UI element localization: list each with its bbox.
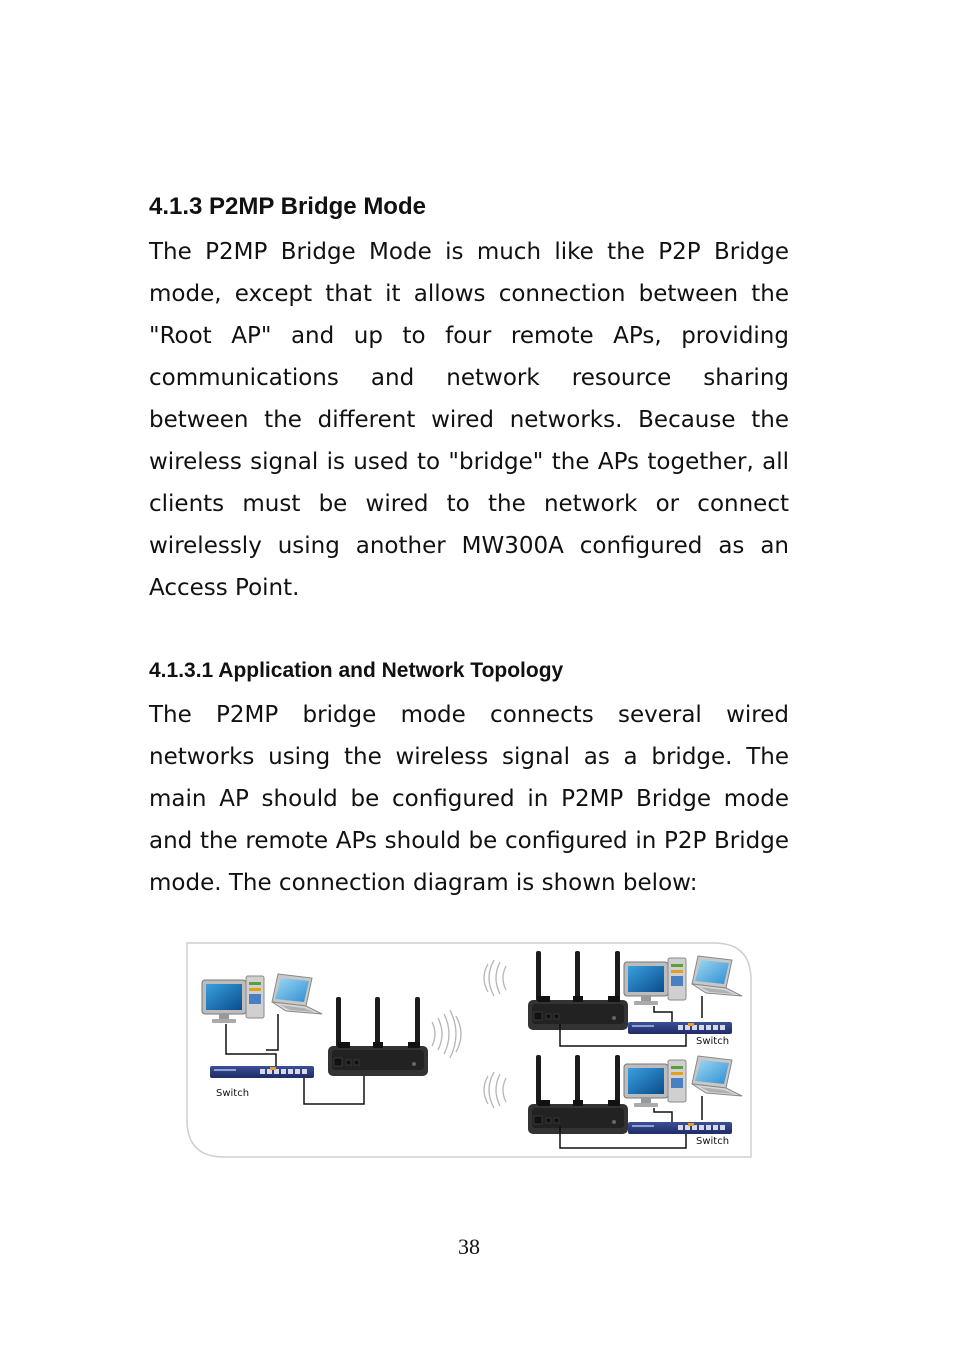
section-paragraph: The P2MP Bridge Mode is much like the P2… (149, 231, 789, 609)
section-heading: 4.1.3 P2MP Bridge Mode (149, 193, 426, 220)
switch-label: Switch (696, 1036, 729, 1047)
paragraph-line: The P2MP bridge mode connects several wi… (149, 702, 789, 728)
wireless-signal-icon (483, 959, 507, 997)
network-topology-diagram: Switch Switch Switch (186, 942, 752, 1158)
paragraph-line: mode, except that it allows connection b… (149, 281, 789, 307)
subsection-paragraph: The P2MP bridge mode connects several wi… (149, 694, 789, 904)
wireless-signal-icon (483, 1071, 507, 1109)
network-switch-icon (628, 1022, 732, 1034)
wireless-signal-icon (431, 1009, 462, 1059)
paragraph-line: Access Point. (149, 575, 300, 601)
paragraph-line: and the remote APs should be configured … (149, 828, 789, 854)
paragraph-line: mode. The connection diagram is shown be… (149, 870, 698, 896)
paragraph-line: between the different wired networks. Be… (149, 407, 789, 433)
switch-label: Switch (216, 1088, 249, 1099)
paragraph-line: networks using the wireless signal as a … (149, 744, 789, 770)
network-switch-icon (628, 1122, 732, 1134)
paragraph-line: clients must be wired to the network or … (149, 491, 789, 517)
paragraph-line: wireless signal is used to "bridge" the … (149, 449, 789, 475)
paragraph-line: "Root AP" and up to four remote APs, pro… (149, 323, 789, 349)
paragraph-line: communications and network resource shar… (149, 365, 789, 391)
switch-label: Switch (696, 1136, 729, 1147)
subsection-heading: 4.1.3.1 Application and Network Topology (149, 659, 564, 682)
page-number: 38 (458, 1234, 480, 1259)
paragraph-line: main AP should be configured in P2MP Bri… (149, 786, 789, 812)
paragraph-line: wirelessly using another MW300A configur… (149, 533, 789, 559)
network-switch-icon (210, 1066, 314, 1078)
paragraph-line: The P2MP Bridge Mode is much like the P2… (149, 239, 789, 265)
